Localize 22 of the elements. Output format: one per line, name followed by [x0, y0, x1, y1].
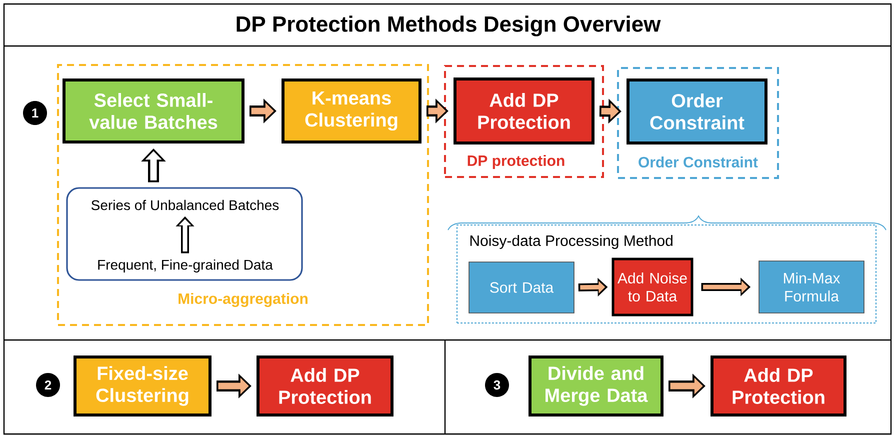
group-heading: Micro-aggregation: [178, 292, 308, 308]
group-heading: Noisy-data Processing Method: [470, 235, 672, 249]
callout-number: 3: [485, 373, 509, 397]
process-box: Add DP Protection: [256, 356, 394, 416]
text-label: Series of Unbalanced Batches: [91, 200, 279, 210]
process-box: Fixed-size Clustering: [74, 356, 212, 416]
title: DP Protection Methods Design Overview: [236, 16, 661, 36]
rounded-box: [66, 187, 303, 281]
callout-number: 1: [23, 101, 47, 125]
process-box: Add DP Protection: [454, 78, 594, 144]
text-label: Frequent, Fine-grained Data: [98, 259, 273, 273]
process-box: K-means Clustering: [282, 78, 422, 144]
process-box: Divide and Merge Data: [528, 356, 664, 416]
process-box: Select Small-value Batches: [62, 78, 244, 144]
process-box: Add Noise to Data: [612, 258, 694, 316]
process-box: Sort Data: [468, 262, 574, 314]
process-box: Min-Max Formula: [758, 260, 864, 314]
group-heading: Order Constraint: [638, 156, 758, 168]
process-box: Order Constraint: [626, 78, 768, 144]
group-heading: DP protection: [468, 155, 564, 169]
process-box: Add DP Protection: [710, 356, 846, 416]
callout-number: 2: [36, 373, 60, 397]
